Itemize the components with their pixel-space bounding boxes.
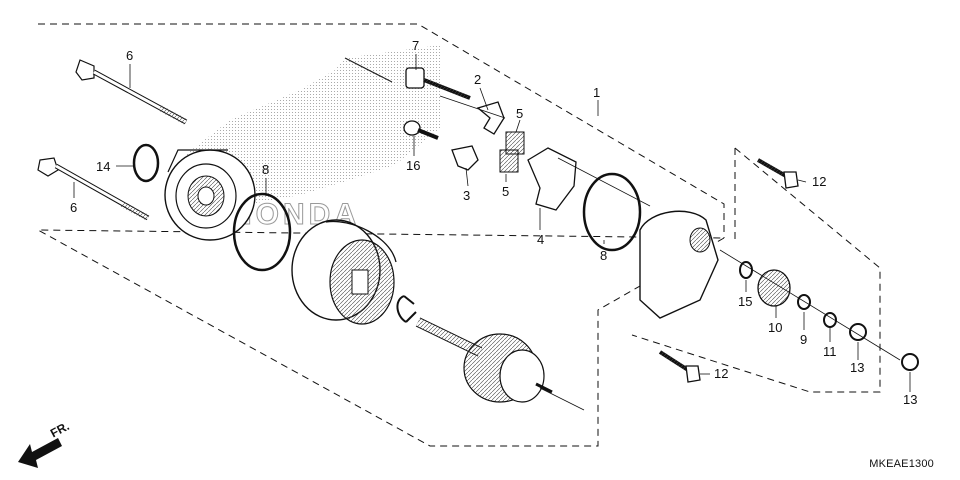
bolt-12-lower bbox=[658, 350, 701, 383]
washer-9 bbox=[797, 294, 811, 310]
callout-3: 3 bbox=[463, 188, 470, 203]
callout-13-a: 13 bbox=[850, 360, 864, 375]
brush-holder-4 bbox=[527, 147, 577, 211]
callout-12-upper: 12 bbox=[812, 174, 826, 189]
o-ring-8-rear bbox=[582, 172, 642, 252]
assembly-boundary bbox=[37, 23, 726, 447]
yoke-housing bbox=[291, 219, 397, 325]
front-cover bbox=[164, 149, 256, 241]
callouts: 1 2 3 4 5 5 6 6 7 8 8 9 10 11 12 12 13 1… bbox=[70, 38, 917, 407]
retaining-clip bbox=[396, 295, 417, 323]
starter-clutch-10 bbox=[757, 269, 791, 307]
armature bbox=[415, 317, 553, 403]
bolt-12-upper bbox=[757, 158, 799, 189]
callout-11: 11 bbox=[823, 344, 837, 359]
callout-15: 15 bbox=[738, 294, 752, 309]
screw-16 bbox=[403, 120, 439, 140]
front-direction-arrow-icon bbox=[18, 438, 62, 468]
long-bolt-upper bbox=[75, 59, 188, 125]
callout-5-lower: 5 bbox=[502, 184, 509, 199]
axis-guide-lines bbox=[439, 95, 901, 411]
nut-13-b bbox=[901, 353, 919, 371]
rear-cover bbox=[639, 210, 719, 319]
callout-5-upper: 5 bbox=[516, 106, 523, 121]
leader-lines bbox=[73, 54, 911, 392]
screw-7 bbox=[405, 67, 471, 100]
callout-7: 7 bbox=[412, 38, 419, 53]
o-ring-14 bbox=[132, 143, 160, 183]
nut-13-a bbox=[849, 323, 867, 341]
callout-13-b: 13 bbox=[903, 392, 917, 407]
callout-2: 2 bbox=[474, 72, 481, 87]
diagram-code: MKEAE1300 bbox=[869, 458, 934, 470]
callout-4: 4 bbox=[537, 232, 544, 247]
callout-10: 10 bbox=[768, 320, 782, 335]
springs-5 bbox=[499, 131, 525, 173]
callout-16: 16 bbox=[406, 158, 420, 173]
callout-6-upper: 6 bbox=[126, 48, 133, 63]
callout-9: 9 bbox=[800, 332, 807, 347]
callout-1: 1 bbox=[593, 85, 600, 100]
callout-8-front: 8 bbox=[262, 162, 269, 177]
callout-12-lower: 12 bbox=[714, 366, 728, 381]
brush-terminal-2 bbox=[476, 101, 505, 135]
callout-6-lower: 6 bbox=[70, 200, 77, 215]
o-ring-8-front bbox=[232, 192, 292, 272]
long-bolt-lower bbox=[37, 157, 150, 221]
washer-11 bbox=[823, 312, 837, 328]
callout-8-rear: 8 bbox=[600, 248, 607, 263]
callout-14: 14 bbox=[96, 159, 110, 174]
washer-15 bbox=[739, 261, 753, 279]
fastener-boundary bbox=[631, 147, 881, 393]
brush-3 bbox=[451, 145, 479, 171]
